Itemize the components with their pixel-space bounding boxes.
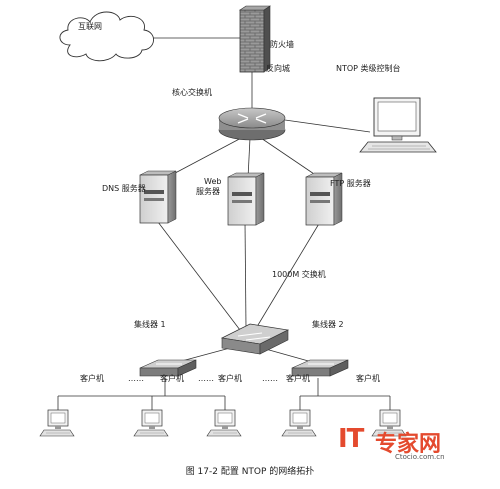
hub-icon — [139, 359, 197, 377]
ntop-console-label: NTOP 类级控制台 — [336, 64, 401, 73]
proxy-label: 反向城 — [266, 64, 290, 73]
hub-icon — [291, 359, 349, 377]
firewall-label: 防火墙 — [270, 40, 294, 49]
ellipsis-label: …… — [198, 374, 214, 383]
pc-icon — [206, 409, 242, 437]
pc-icon — [39, 409, 75, 437]
watermark-url: Ctocio.com.cn — [395, 453, 445, 461]
watermark-logo-cn: 专家网 — [375, 432, 442, 457]
router-icon — [218, 107, 286, 141]
pc-icon — [133, 409, 169, 437]
connection-lines — [57, 37, 391, 410]
pc-icon — [371, 409, 407, 437]
client-label: 客户机 — [356, 374, 380, 383]
watermark-logo-it: IT — [338, 424, 364, 454]
client-label: 客户机 — [160, 374, 184, 383]
line-dns-switch — [157, 221, 241, 331]
gigabit-switch-label: 1000M 交换机 — [272, 270, 326, 279]
server-icon — [227, 172, 265, 226]
internet-label: 互联网 — [78, 22, 102, 31]
firewall-icon — [239, 5, 271, 73]
line-switch-hub2 — [261, 347, 313, 363]
dns-server-label: DNS 服务器 — [102, 184, 146, 193]
client-label: 客户机 — [218, 374, 242, 383]
server-icon — [139, 170, 177, 224]
line-router-ftp — [257, 135, 321, 179]
line-ftp-switch — [254, 221, 321, 331]
web-server-label-line2: 服务器 — [196, 187, 220, 196]
core-switch-label: 核心交换机 — [172, 88, 212, 97]
line-web-switch — [244, 221, 247, 329]
client-pcs — [39, 409, 407, 437]
switch-icon — [220, 323, 290, 355]
cloud-icon — [59, 11, 154, 62]
line-router-console — [284, 119, 371, 133]
ellipsis-label: …… — [128, 374, 144, 383]
client-label: 客户机 — [80, 374, 104, 383]
server-icon — [305, 172, 343, 226]
ellipsis-label: …… — [262, 374, 278, 383]
line-switch-hub1 — [177, 347, 231, 363]
monitor-icon — [359, 97, 437, 153]
pc-icon — [281, 409, 317, 437]
line-router-web — [247, 137, 251, 179]
concentrator-1-label: 集线器 1 — [134, 320, 166, 329]
web-server-label-line1: Web — [204, 177, 222, 186]
concentrator-2-label: 集线器 2 — [312, 320, 344, 329]
ftp-server-label: FTP 服务器 — [330, 179, 371, 188]
figure-caption: 图 17-2 配置 NTOP 的网络拓扑 — [185, 467, 315, 477]
client-label: 客户机 — [286, 374, 310, 383]
